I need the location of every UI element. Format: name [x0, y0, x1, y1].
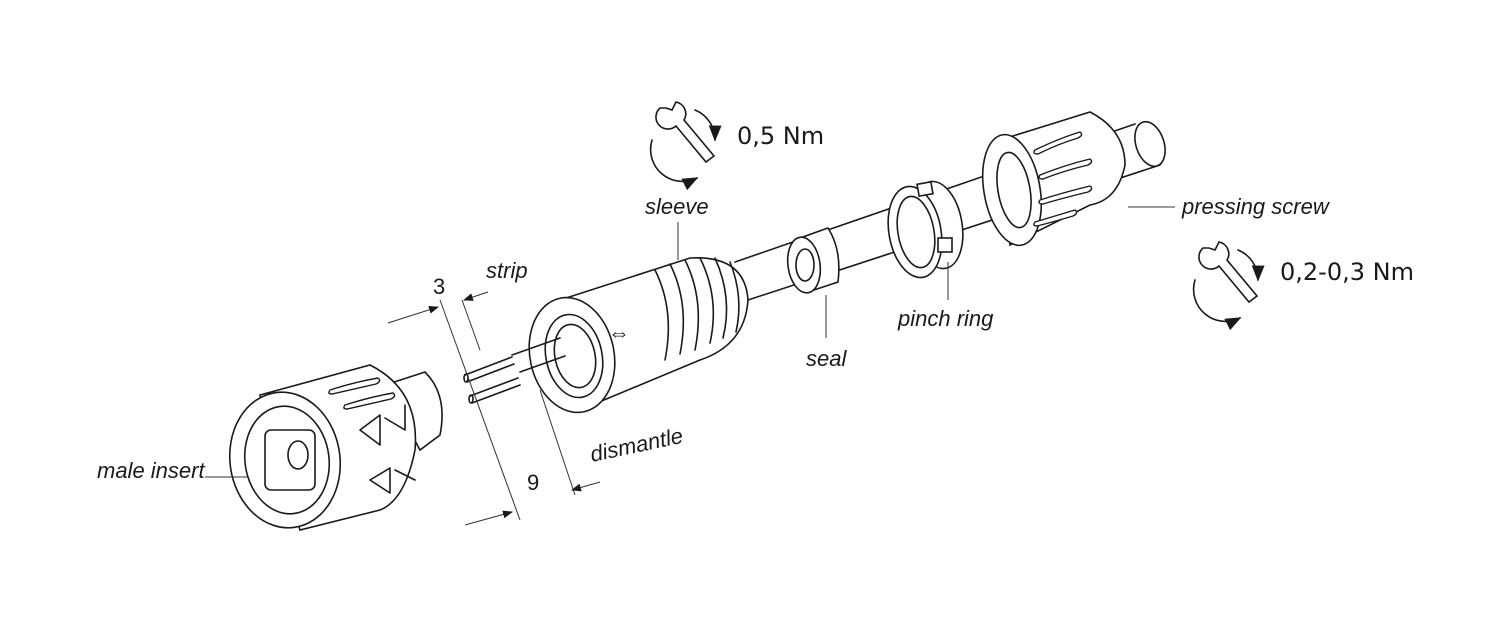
- pressing-screw-torque-value: 0,2-0,3 Nm: [1280, 258, 1414, 286]
- strip-label: strip: [486, 258, 528, 283]
- wrench-rotate-icon: [649, 101, 722, 191]
- cable-wires: [463, 337, 566, 404]
- male-insert: [228, 364, 443, 531]
- sleeve: ⇔: [528, 257, 749, 414]
- male-insert-label: male insert: [97, 458, 205, 483]
- sleeve-label: sleeve: [645, 194, 709, 219]
- seal-label: seal: [806, 346, 847, 371]
- dismantle-label: dismantle: [588, 423, 685, 467]
- strip-dimension-value: 3: [433, 274, 445, 299]
- seal: [786, 227, 840, 294]
- pressing-screw: [981, 111, 1126, 247]
- sleeve-torque-value: 0,5 Nm: [737, 122, 824, 150]
- direction-arrow-icon: ⇔: [608, 320, 630, 345]
- dismantle-dimension-value: 9: [527, 470, 539, 495]
- pinch-ring: [887, 180, 964, 279]
- pressing-screw-label: pressing screw: [1181, 194, 1331, 219]
- strip-dimension: 3 strip: [387, 258, 528, 521]
- pinch-ring-label: pinch ring: [897, 306, 994, 331]
- wrench-rotate-icon: [1192, 241, 1265, 331]
